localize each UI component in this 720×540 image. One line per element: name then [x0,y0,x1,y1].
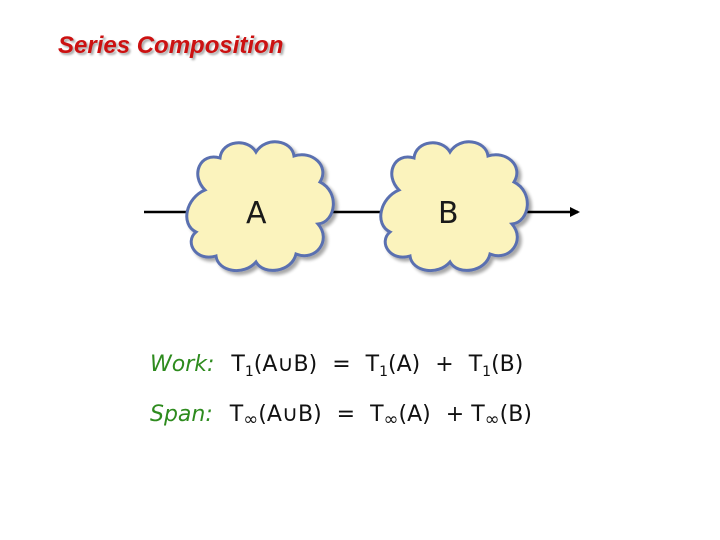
cloud-b-label: B [438,196,459,231]
cloud-a [185,140,335,272]
span-t-b: T∞(B) [471,402,532,430]
span-equals: = [336,402,356,427]
span-plus: + [445,402,465,427]
work-t-a: T1(A) [365,352,421,380]
slide-title: Series Composition [58,32,284,59]
work-label: Work: [150,352,215,377]
span-formula: Span: T∞(A∪B) = T∞(A) + T∞(B) [150,402,532,430]
span-t-union: T∞(A∪B) [229,402,322,430]
work-formula: Work: T1(A∪B) = T1(A) + T1(B) [150,352,523,380]
work-plus: + [435,352,454,377]
cloud-a-label: A [246,196,267,231]
work-t-union: T1(A∪B) [231,352,318,380]
work-equals: = [332,352,351,377]
span-label: Span: [150,402,213,427]
cloud-b [379,140,529,272]
span-t-a: T∞(A) [370,402,431,430]
work-t-b: T1(B) [468,352,524,380]
